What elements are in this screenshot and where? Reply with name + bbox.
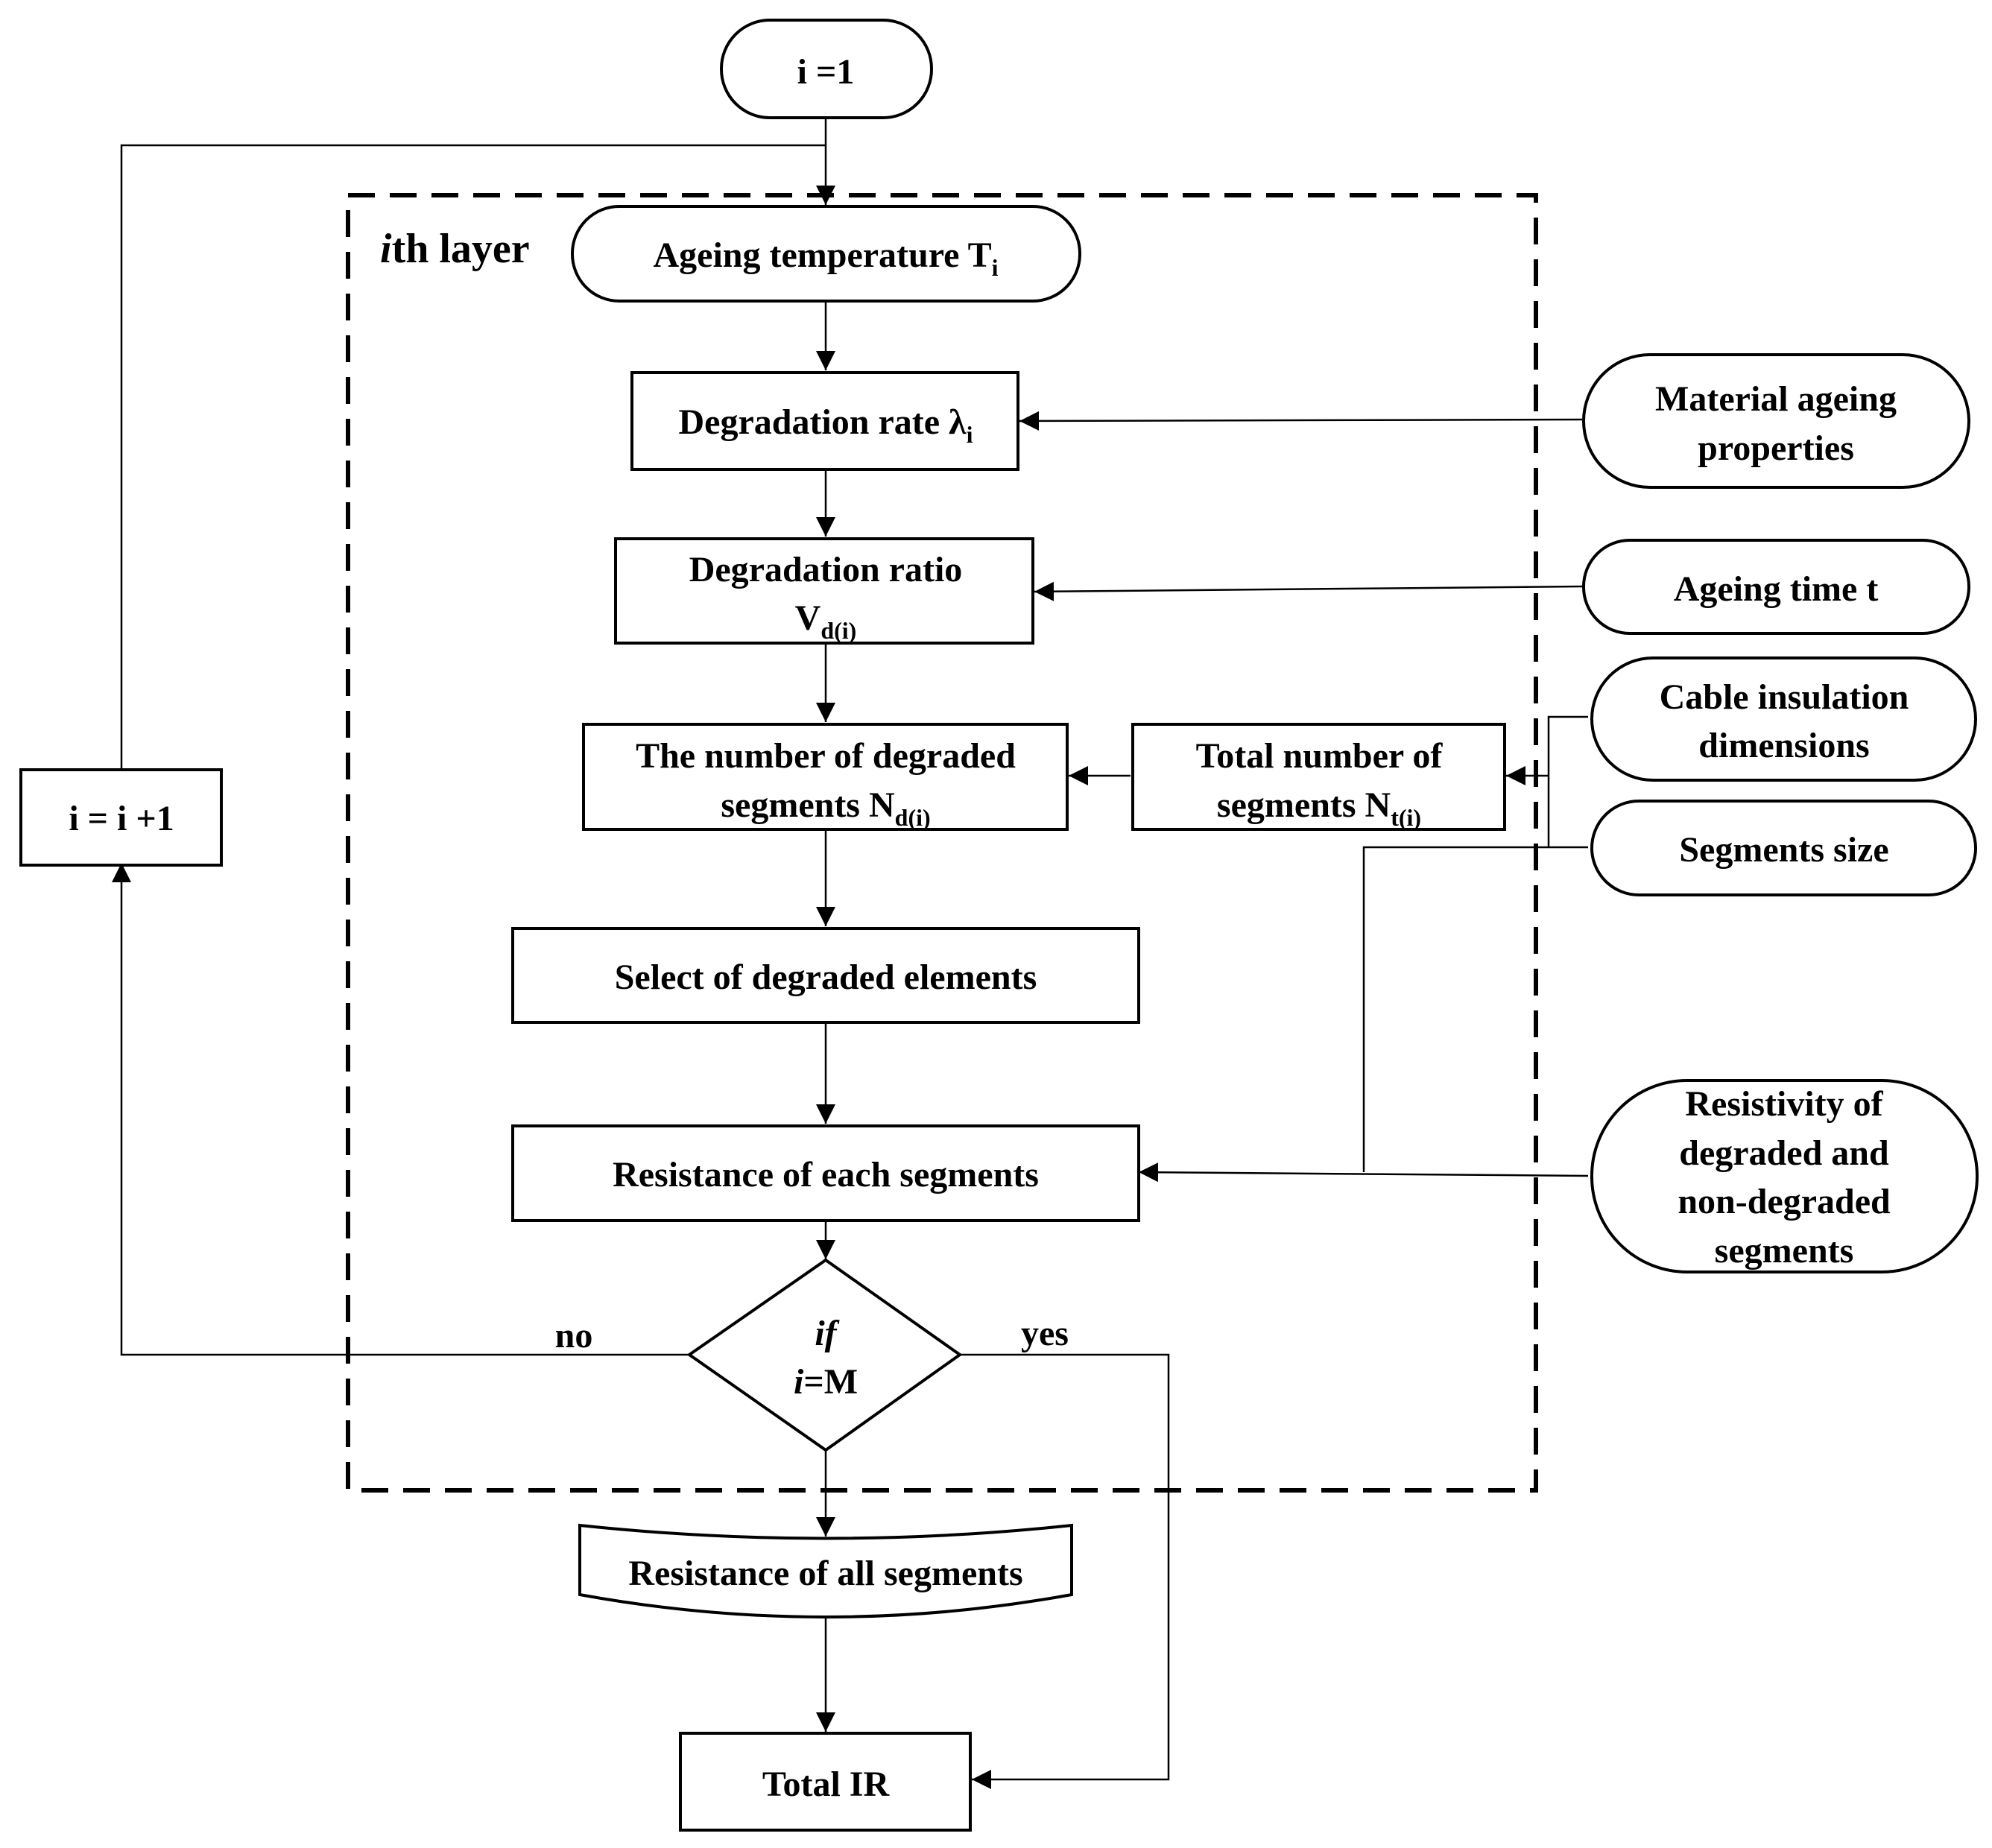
material-ageing-line2: properties xyxy=(1698,428,1854,468)
resistivity-node xyxy=(1590,1079,1979,1273)
resistivity-line2: degraded and xyxy=(1679,1133,1889,1173)
segments-size-node xyxy=(1590,800,1977,896)
line-dimensions xyxy=(1547,715,1588,847)
connectors xyxy=(112,118,1589,1789)
ageing-temperature-node xyxy=(571,205,1081,303)
arrow-material-to-rate xyxy=(1019,411,1583,431)
degradation-ratio-line1: Degradation ratio xyxy=(689,550,963,589)
degradation-ratio-node xyxy=(614,537,1034,645)
ageing-time-label: Ageing time t xyxy=(1674,569,1879,609)
cable-dimensions-node xyxy=(1590,656,1977,782)
loop-back-line xyxy=(120,144,826,768)
increment-node xyxy=(19,768,223,867)
resistance-all-node xyxy=(578,1523,1073,1618)
arrow-no-branch xyxy=(112,863,689,1356)
decision-node xyxy=(686,1258,963,1452)
total-segments-line1: Total number of xyxy=(1196,736,1444,776)
start-node xyxy=(720,19,933,119)
degraded-segments-line2: segments Nd(i) xyxy=(721,785,930,831)
no-label: no xyxy=(555,1316,593,1355)
arrow-resistivity-to-resistance xyxy=(1138,1162,1589,1183)
resistivity-line4: segments xyxy=(1715,1231,1854,1270)
select-elements-node xyxy=(511,927,1140,1024)
resistivity-line3: non-degraded xyxy=(1678,1182,1891,1221)
resistance-each-node xyxy=(511,1124,1140,1222)
arrow-yes-branch xyxy=(960,1353,1170,1789)
cable-dimensions-line1: Cable insulation xyxy=(1660,677,1909,717)
increment-label: i = i +1 xyxy=(69,799,174,838)
resistance-all-label: Resistance of all segments xyxy=(628,1554,1022,1593)
cable-dimensions-line2: dimensions xyxy=(1698,726,1869,765)
ageing-temperature-label: Ageing temperature Ti xyxy=(653,235,998,281)
start-label: i =1 xyxy=(797,52,855,92)
arrow-time-to-ratio xyxy=(1034,581,1583,601)
material-ageing-line1: Material ageing xyxy=(1655,379,1897,419)
resistivity-line1: Resistivity of xyxy=(1685,1084,1883,1124)
resistance-each-label: Resistance of each segments xyxy=(613,1155,1039,1194)
decision-line2: i=M xyxy=(794,1362,858,1402)
segments-size-label: Segments size xyxy=(1679,830,1888,870)
degradation-rate-label: Degradation rate λi xyxy=(678,402,973,448)
total-ir-node xyxy=(679,1732,972,1832)
select-elements-label: Select of degraded elements xyxy=(615,958,1037,997)
decision-line1: if xyxy=(815,1314,839,1353)
degradation-ratio-line2: Vd(i) xyxy=(795,598,857,644)
layer-label: ith layer xyxy=(380,226,530,272)
ageing-time-node xyxy=(1582,539,1970,635)
total-segments-node xyxy=(1131,723,1506,831)
degraded-segments-node xyxy=(582,723,1069,831)
yes-label: yes xyxy=(1021,1314,1069,1353)
total-ir-label: Total IR xyxy=(762,1765,891,1804)
material-ageing-node xyxy=(1582,353,1970,489)
degraded-segments-line1: The number of degraded xyxy=(636,736,1016,776)
total-segments-line2: segments Nt(i) xyxy=(1217,785,1421,831)
line-segments-size xyxy=(1362,846,1588,1172)
ith-layer-boundary xyxy=(346,193,1538,1493)
degradation-rate-node xyxy=(630,371,1019,471)
